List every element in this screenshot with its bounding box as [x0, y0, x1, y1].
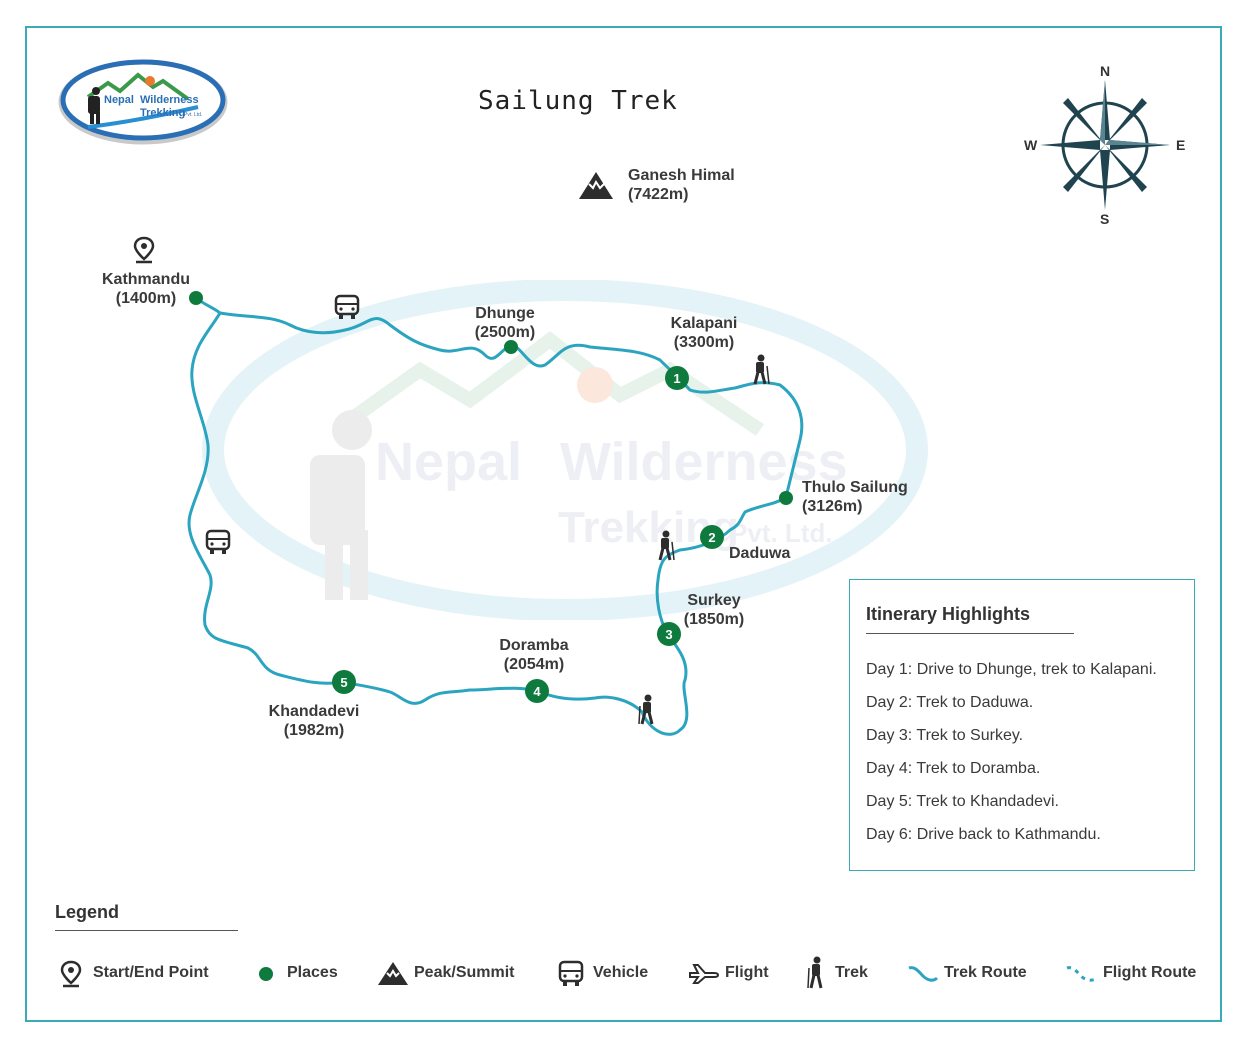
- hiker-icon: [638, 694, 654, 725]
- place-label-daduwa: Daduwa: [729, 544, 790, 563]
- trek-route-icon: [908, 966, 939, 982]
- day-number-1: 1: [673, 371, 680, 386]
- pin-icon: [133, 236, 155, 264]
- day-marker-3: 3: [657, 622, 681, 646]
- peak-icon: [579, 172, 613, 199]
- place-name: Dhunge: [475, 305, 535, 322]
- place-name: Khandadevi: [268, 703, 360, 720]
- peak-elevation: (7422m): [628, 186, 689, 203]
- place-label-surkey: Surkey (1850m): [670, 591, 758, 629]
- legend-start-end: Start/End Point: [93, 964, 209, 981]
- place-label-kathmandu: Kathmandu (1400m): [96, 270, 196, 308]
- legend-trek-route: Trek Route: [944, 964, 1027, 981]
- day-number-3: 3: [665, 627, 672, 642]
- bus-icon: [205, 529, 231, 554]
- itinerary-item: Day 3: Trek to Surkey.: [866, 727, 1024, 744]
- place-name: Kathmandu: [102, 271, 190, 288]
- watermark: Nepal Wilderness Trekking Pvt. Ltd.: [202, 280, 928, 620]
- day-number-4: 4: [533, 684, 541, 699]
- day-marker-5: 5: [332, 670, 356, 694]
- place-elevation: (2054m): [503, 656, 565, 673]
- flight-route-icon: [1066, 966, 1098, 982]
- itinerary-item: Day 2: Trek to Daduwa.: [866, 694, 1034, 711]
- compass-south: S: [1100, 211, 1110, 227]
- compass-north: N: [1100, 63, 1111, 79]
- place-name: Doramba: [499, 637, 569, 654]
- compass-rose-icon: [1040, 80, 1170, 210]
- map-title: Sailung Trek: [478, 86, 678, 116]
- watermark-line4: Pvt. Ltd.: [730, 518, 833, 548]
- place-name: Kalapani: [670, 315, 738, 332]
- bus-icon: [334, 294, 360, 319]
- place-elevation: (1982m): [283, 722, 345, 739]
- compass-west: W: [1024, 137, 1038, 153]
- legend-places: Places: [287, 964, 338, 981]
- pin-icon: [60, 960, 82, 988]
- place-label-doramba: Doramba (2054m): [484, 636, 584, 674]
- logo-line4: Pvt. Ltd.: [184, 112, 202, 118]
- legend-peak: Peak/Summit: [414, 964, 515, 981]
- hiker-icon: [753, 354, 770, 385]
- legend-vehicle: Vehicle: [593, 964, 649, 981]
- place-dot-thulo-sailung: [779, 491, 793, 505]
- place-elevation: (3300m): [673, 334, 735, 351]
- itinerary-item: Day 4: Trek to Doramba.: [866, 760, 1041, 777]
- place-label-dhunge: Dhunge (2500m): [455, 304, 555, 342]
- day-number-2: 2: [708, 530, 715, 545]
- day-marker-1: 1: [665, 366, 689, 390]
- place-elevation: (1850m): [683, 611, 745, 628]
- place-label-thulo-sailung: Thulo Sailung (3126m): [802, 478, 908, 516]
- peak-name: Ganesh Himal: [628, 167, 735, 184]
- legend-trek: Trek: [835, 964, 868, 981]
- bus-icon: [558, 960, 584, 986]
- place-name: Thulo Sailung: [802, 479, 908, 496]
- day-marker-2: 2: [700, 525, 724, 549]
- legend-title: Legend: [55, 902, 120, 922]
- map-frame: [25, 26, 1222, 1022]
- place-name: Surkey: [687, 592, 741, 609]
- plane-icon: [689, 964, 720, 984]
- itinerary-item: Day 5: Trek to Khandadevi.: [866, 793, 1059, 810]
- place-label-khandadevi: Khandadevi (1982m): [264, 702, 364, 740]
- legend-flight-route: Flight Route: [1103, 964, 1197, 981]
- place-dot-icon: [259, 967, 273, 981]
- place-dot-dhunge: [504, 340, 518, 354]
- place-label-kalapani: Kalapani (3300m): [654, 314, 754, 352]
- itinerary-item: Day 1: Drive to Dhunge, trek to Kalapani…: [866, 661, 1157, 678]
- itinerary-title: Itinerary Highlights: [866, 604, 1031, 624]
- logo-line3: Trekking: [140, 107, 185, 119]
- place-name: Daduwa: [729, 545, 791, 562]
- legend-flight: Flight: [725, 964, 769, 981]
- place-dot-kathmandu: [189, 291, 203, 305]
- watermark-line1: Nepal: [375, 432, 522, 492]
- place-elevation: (2500m): [474, 324, 536, 341]
- logo-line2: Wilderness: [140, 94, 199, 106]
- day-number-5: 5: [340, 675, 347, 690]
- place-elevation: (1400m): [115, 290, 177, 307]
- itinerary-list: Day 1: Drive to Dhunge, trek to Kalapani…: [866, 661, 1157, 859]
- place-elevation: (3126m): [802, 498, 863, 515]
- company-logo: Nepal Wilderness Trekking Pvt. Ltd.: [58, 59, 228, 145]
- compass-east: E: [1176, 137, 1186, 153]
- itinerary-box: Itinerary Highlights Day 1: Drive to Dhu…: [849, 579, 1195, 871]
- hiker-icon: [658, 530, 675, 561]
- hiker-icon: [807, 956, 823, 989]
- logo-line1: Nepal: [104, 94, 134, 106]
- peak-icon: [378, 962, 408, 985]
- legend-divider: [55, 930, 238, 931]
- itinerary-item: Day 6: Drive back to Kathmandu.: [866, 826, 1101, 843]
- itinerary-divider: [866, 633, 1074, 634]
- day-marker-4: 4: [525, 679, 549, 703]
- peak-label: Ganesh Himal (7422m): [628, 166, 735, 204]
